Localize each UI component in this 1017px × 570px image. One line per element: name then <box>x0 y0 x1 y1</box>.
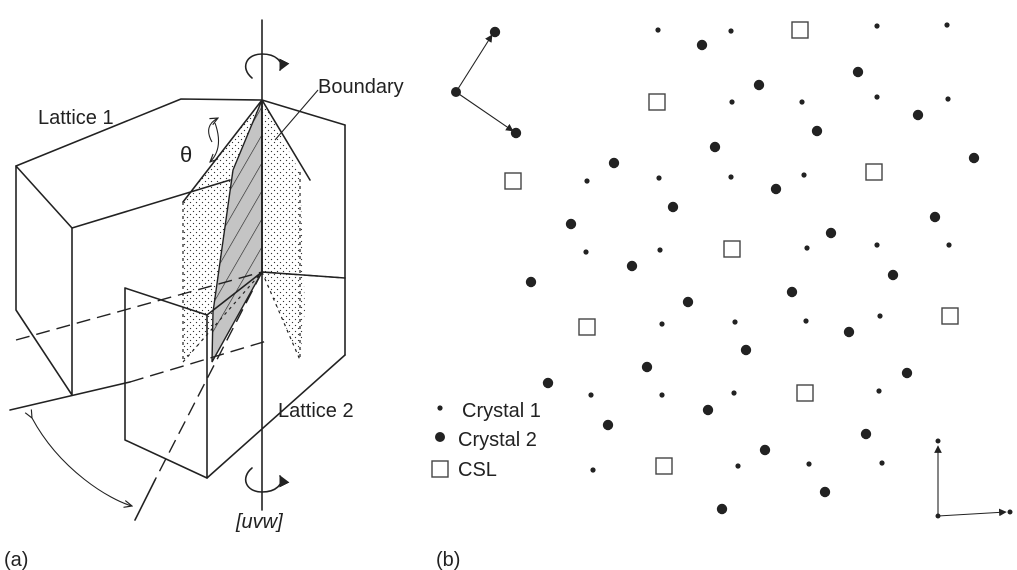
crystal-2-point <box>682 296 694 308</box>
csl-point <box>578 318 596 336</box>
legend-crystal-1-label: Crystal 1 <box>462 400 541 422</box>
crystal-2-point <box>565 218 577 230</box>
crystal-1-point <box>584 178 590 184</box>
crystal-1-point <box>735 463 741 469</box>
crystal-1-point <box>804 245 810 251</box>
boundary-leader <box>274 89 319 141</box>
crystal-1-point <box>879 460 885 466</box>
theta-label: θ <box>180 142 192 167</box>
boundary-label: Boundary <box>318 76 404 98</box>
crystal-2-point <box>770 183 782 195</box>
crystal-1-point <box>945 96 951 102</box>
rotation-arrow-top <box>244 53 290 79</box>
panel-b-tag: (b) <box>436 549 460 570</box>
crystal-2-point <box>786 286 798 298</box>
crystal-1-point <box>874 94 880 100</box>
crystal-1-point <box>803 318 809 324</box>
crystal-1-point <box>799 99 805 105</box>
crystal-1-point <box>728 28 734 34</box>
crystal-2-points <box>489 26 980 515</box>
rotation-arrow-bottom <box>244 467 290 493</box>
lattice-1-label: Lattice 1 <box>38 107 114 129</box>
crystal-2-point <box>819 486 831 498</box>
csl-lattice-plot: Crystal 1 Crystal 2 CSL (b) <box>431 21 1013 570</box>
csl-point <box>648 93 666 111</box>
reference-basis-vectors <box>934 438 1013 519</box>
csl-points <box>504 21 959 475</box>
csl-point <box>723 240 741 258</box>
crystal-1-point <box>731 390 737 396</box>
crystal-2-point <box>811 125 823 137</box>
csl-point <box>504 172 522 190</box>
crystal-2-point <box>542 377 554 389</box>
crystal-2-point <box>901 367 913 379</box>
legend: Crystal 1 Crystal 2 CSL <box>431 400 541 481</box>
crystal-2-point <box>843 326 855 338</box>
misorientation-arc <box>32 418 132 506</box>
crystal-2-point <box>860 428 872 440</box>
legend-crystal-2-marker <box>435 432 445 442</box>
crystal-1-points <box>583 22 952 473</box>
crystal-1-point <box>659 392 665 398</box>
crystal-2-point <box>753 79 765 91</box>
crystal-1-point <box>656 175 662 181</box>
crystal-1-point <box>877 313 883 319</box>
crystal-2-point <box>716 503 728 515</box>
crystal-2-point <box>510 127 522 139</box>
crystal-1-point <box>946 242 952 248</box>
theta-angle-arc <box>210 122 220 162</box>
crystal-2-point <box>740 344 752 356</box>
axis-label: [uvw] <box>235 511 283 533</box>
crystal-1-point <box>874 23 880 29</box>
crystal-2-point <box>702 404 714 416</box>
crystal-1-point <box>655 27 661 33</box>
crystal-2-point <box>759 444 771 456</box>
crystal-2-point <box>852 66 864 78</box>
crystal-1-point <box>874 242 880 248</box>
crystal-1-point <box>588 392 594 398</box>
crystal-1-point <box>876 388 882 394</box>
crystal-1-point <box>728 174 734 180</box>
legend-csl-label: CSL <box>458 459 497 481</box>
panel-a-tag: (a) <box>4 549 28 570</box>
crystal-2-point <box>667 201 679 213</box>
crystal-1-point <box>801 172 807 178</box>
crystal-1-point <box>583 249 589 255</box>
legend-crystal-2-label: Crystal 2 <box>458 429 537 451</box>
crystal-1-point <box>732 319 738 325</box>
crystal-2-point <box>696 39 708 51</box>
crystal-1-point <box>657 247 663 253</box>
crystal-1-point <box>944 22 950 28</box>
lattice-2-label: Lattice 2 <box>278 400 354 422</box>
crystal-2-point <box>929 211 941 223</box>
crystal-2-point <box>887 269 899 281</box>
crystal-2-point <box>641 361 653 373</box>
rotated-basis-vectors <box>451 34 514 132</box>
csl-point <box>791 21 809 39</box>
csl-point <box>941 307 959 325</box>
crystal-1-point <box>590 467 596 473</box>
crystal-2-point <box>626 260 638 272</box>
crystal-1-point <box>729 99 735 105</box>
legend-crystal-1-marker <box>437 405 443 411</box>
csl-point <box>796 384 814 402</box>
crystal-2-point <box>968 152 980 164</box>
crystal-1-point <box>659 321 665 327</box>
crystal-2-point <box>608 157 620 169</box>
crystal-1-point <box>806 461 812 467</box>
crystal-2-point <box>525 276 537 288</box>
crystal-2-point <box>709 141 721 153</box>
crystal-2-point <box>602 419 614 431</box>
csl-point <box>865 163 883 181</box>
crystal-2-point <box>825 227 837 239</box>
crystal-2-point <box>912 109 924 121</box>
legend-csl-marker <box>431 460 449 478</box>
bicrystal-diagram: Lattice 1 Boundary θ Lattice 2 [uvw] (a) <box>4 19 404 570</box>
csl-point <box>655 457 673 475</box>
